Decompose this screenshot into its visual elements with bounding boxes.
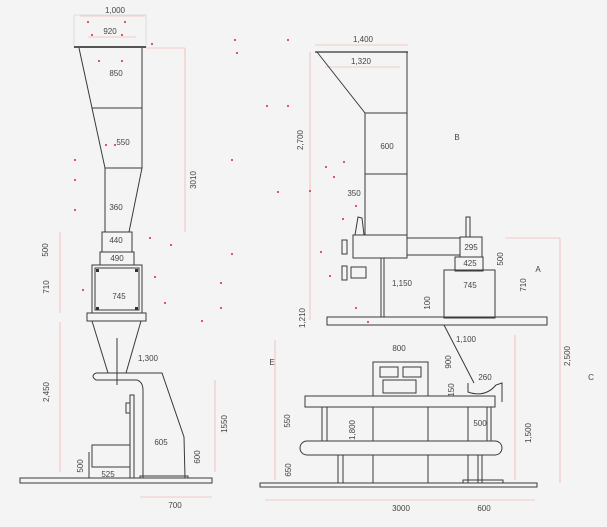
dim-920: 920 — [103, 27, 117, 36]
dim-3000: 3000 — [392, 504, 410, 513]
dim-1500: 1,500 — [524, 422, 533, 443]
dim-710: 710 — [519, 278, 528, 292]
dim-600: 600 — [380, 142, 394, 151]
dim-605: 605 — [154, 438, 168, 447]
dim-2500: 2,500 — [563, 345, 572, 366]
dim-3010: 3010 — [189, 171, 198, 189]
dim-710: 710 — [42, 280, 51, 294]
dim-1210: 1,210 — [298, 307, 307, 328]
dim-900: 900 — [444, 355, 453, 369]
dim-100: 100 — [423, 296, 432, 310]
dim-600: 600 — [193, 450, 202, 464]
dim-2450: 2,450 — [42, 381, 51, 402]
left-elevation-view — [19, 14, 213, 484]
marker-dots — [74, 21, 369, 323]
dim-500: 500 — [496, 252, 505, 266]
right-dimension-labels: 1,400 1,320 600 350 2,700 B 295 425 745 … — [283, 35, 594, 513]
dim-440: 440 — [109, 236, 123, 245]
dim-2700: 2,700 — [296, 129, 305, 150]
dim-1100: 1,100 — [456, 335, 477, 344]
dim-150: 150 — [447, 383, 456, 397]
left-dimension-labels: 1,000 920 850 550 360 440 490 745 500 71… — [41, 6, 275, 510]
dim-700: 700 — [168, 501, 182, 510]
dim-500b: 500 — [473, 419, 487, 428]
label-a: A — [535, 265, 541, 274]
dim-295: 295 — [464, 243, 478, 252]
dim-745: 745 — [463, 281, 477, 290]
dim-1800: 1,800 — [348, 419, 357, 440]
dim-745: 745 — [112, 292, 126, 301]
dim-425: 425 — [463, 259, 477, 268]
label-c: C — [588, 373, 594, 382]
dim-800: 800 — [392, 344, 406, 353]
dim-360: 360 — [109, 203, 123, 212]
dim-600b: 600 — [477, 504, 491, 513]
label-e: E — [269, 358, 274, 367]
dim-1000: 1,000 — [105, 6, 126, 15]
dim-850: 850 — [109, 69, 123, 78]
dimension-lines — [59, 15, 561, 501]
dim-1400: 1,400 — [353, 35, 374, 44]
dim-500: 500 — [41, 243, 50, 257]
dim-260: 260 — [478, 373, 492, 382]
dim-350: 350 — [347, 189, 361, 198]
dim-1150: 1,150 — [392, 279, 413, 288]
dim-525: 525 — [101, 470, 115, 479]
dim-650: 650 — [284, 463, 293, 477]
right-elevation-view — [259, 51, 548, 488]
dim-1300: 1,300 — [138, 354, 159, 363]
dim-550: 550 — [116, 138, 130, 147]
dim-motor-500: 500 — [76, 459, 85, 473]
dim-1320: 1,320 — [351, 57, 372, 66]
dim-1550: 1550 — [220, 415, 229, 433]
dim-550: 550 — [283, 414, 292, 428]
dim-490: 490 — [110, 254, 124, 263]
label-b: B — [454, 133, 459, 142]
